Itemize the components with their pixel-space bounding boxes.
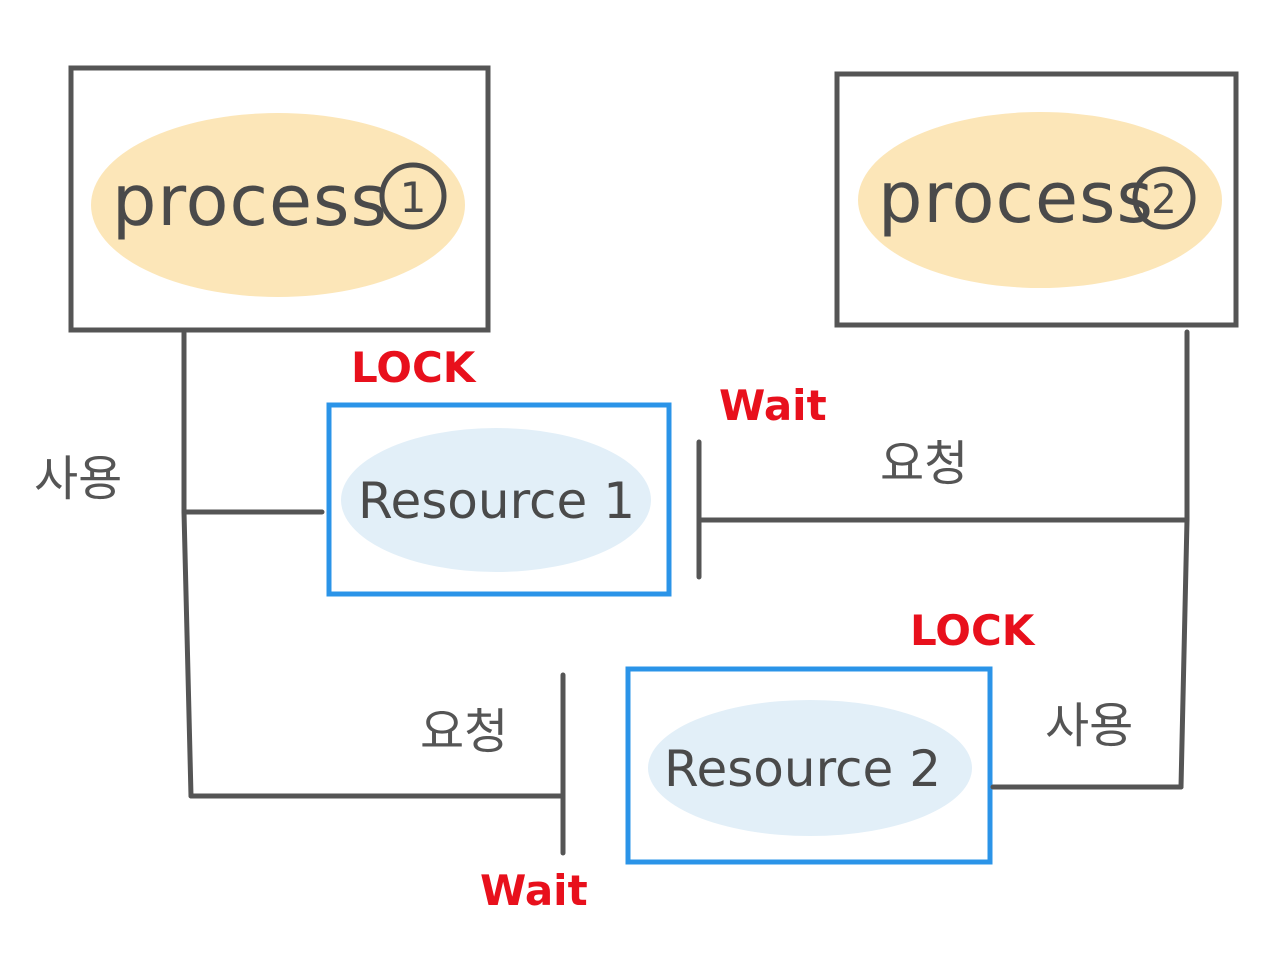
resource-2-box xyxy=(625,666,993,865)
process-1-highlight xyxy=(91,113,465,297)
process-2-number: 2 xyxy=(1151,177,1176,223)
process-1-label: process xyxy=(112,160,388,242)
resource-1-highlight xyxy=(341,428,651,572)
wait-label-resource-1: Wait xyxy=(719,381,827,430)
request-label-process-1: 요청 xyxy=(420,704,508,760)
resource-2-node: Resource 2 xyxy=(625,666,993,865)
resource-1-label: Resource 1 xyxy=(358,472,635,530)
resource-1-box xyxy=(326,402,672,597)
process-2-box xyxy=(834,71,1239,328)
lock-label-resource-1: LOCK xyxy=(351,343,477,392)
wait-label-resource-2: Wait xyxy=(480,866,588,915)
process-2-node: process 2 xyxy=(834,71,1239,328)
resource-1-node: Resource 1 xyxy=(326,402,672,597)
resource-2-highlight xyxy=(648,700,972,836)
process-1-box xyxy=(68,65,491,333)
process-1-connectors xyxy=(181,330,566,856)
lock-label-resource-2: LOCK xyxy=(910,606,1036,655)
resource-2-label: Resource 2 xyxy=(664,740,941,798)
use-label-process-2: 사용 xyxy=(1045,698,1133,754)
use-label-process-1: 사용 xyxy=(34,451,122,507)
process-2-connectors xyxy=(696,329,1190,790)
process-1-down-line xyxy=(181,509,194,799)
process-1-number-circle xyxy=(379,162,447,230)
process-2-number-circle xyxy=(1132,166,1196,230)
process-1-number: 1 xyxy=(400,173,427,222)
request-label-process-2: 요청 xyxy=(880,436,968,492)
process-2-highlight xyxy=(858,112,1222,288)
process-2-down-line xyxy=(1178,517,1190,790)
process-2-label: process xyxy=(878,157,1154,239)
process-1-node: process 1 xyxy=(68,65,491,333)
